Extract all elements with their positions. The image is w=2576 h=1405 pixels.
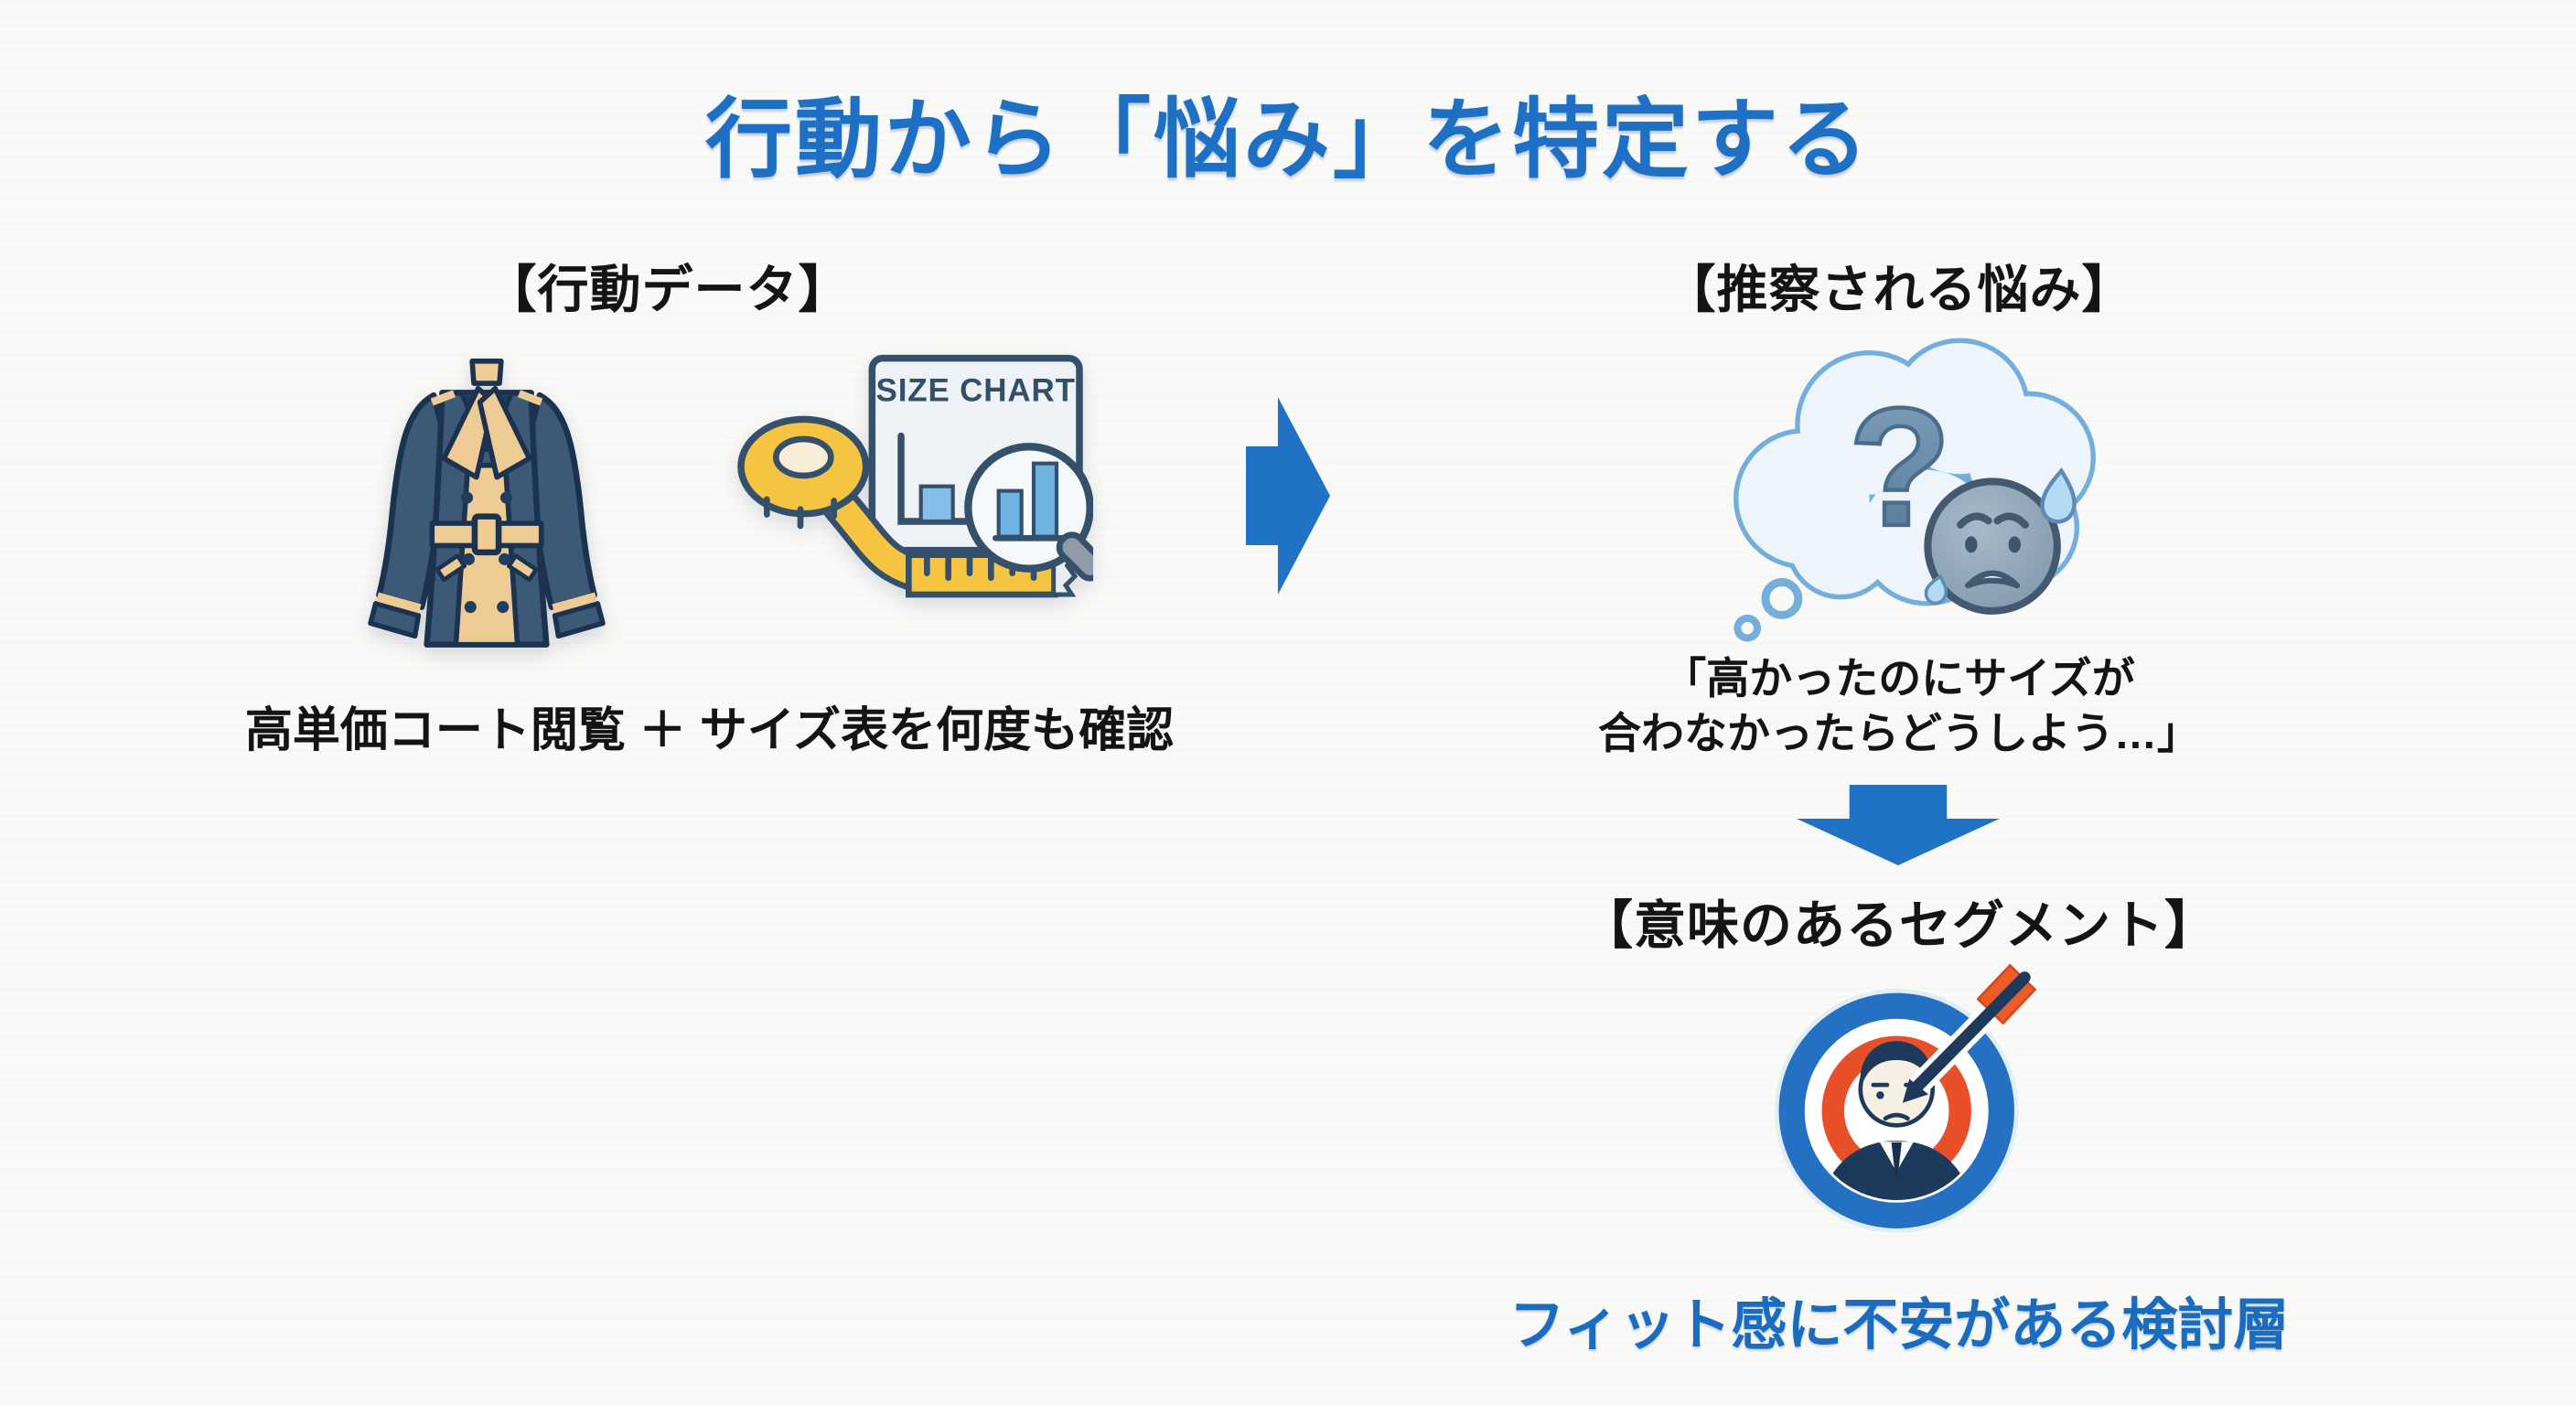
thought-trail-bubble-small [1733,614,1762,642]
tape-roll-hole [773,435,834,479]
flow-arrow-right-icon [1246,397,1330,595]
segment-caption: フィット感に不安がある検討層 [1508,1293,2290,1356]
behavior-caption: 高単価コート閲覧 ＋ サイズ表を何度も確認 [244,704,1175,757]
size-chart-label: SIZE CHART [876,372,1076,408]
worried-face-icon [1924,467,2077,615]
flow-arrow-down-icon [1797,785,2000,865]
magnifier-handle [1056,531,1093,582]
worry-section-header: 【推察される悩み】 [1664,261,2134,318]
chart-bar-small [918,484,955,524]
segment-section-header: 【意味のあるセグメント】 [1581,896,2217,955]
thought-trail-bubble-large [1761,578,1803,619]
sweat-drop-icon [2040,467,2077,524]
target-icon [1774,963,2037,1233]
coat-right-lapel [477,385,532,480]
trench-coat-icon [368,358,606,648]
magnified-bar-2 [1031,461,1059,539]
coat-buttons [461,491,512,614]
dart-icon [1902,963,2037,1103]
size-chart-icon: SIZE CHART [737,354,1093,598]
worry-quote: 「高かったのにサイズが 合わなかったらどうしよう…」 [1487,651,2311,761]
sweat-drop-small-icon [1924,574,1948,606]
worry-quote-line2: 合わなかったらどうしよう…」 [1598,709,2200,757]
question-mark-icon: ? [1849,373,1951,561]
worry-quote-line1: 「高かったのにサイズが [1663,654,2135,702]
coat-buckle [471,513,502,556]
chart-axis [897,432,987,525]
page-title: 行動から「悩み」を特定する [704,91,1871,188]
behavior-section-header: 【行動データ】 [485,261,851,318]
thought-bubble-icon: ? [1733,338,2096,642]
magnified-bar-1 [996,488,1024,539]
tape-ticks [923,554,1037,581]
